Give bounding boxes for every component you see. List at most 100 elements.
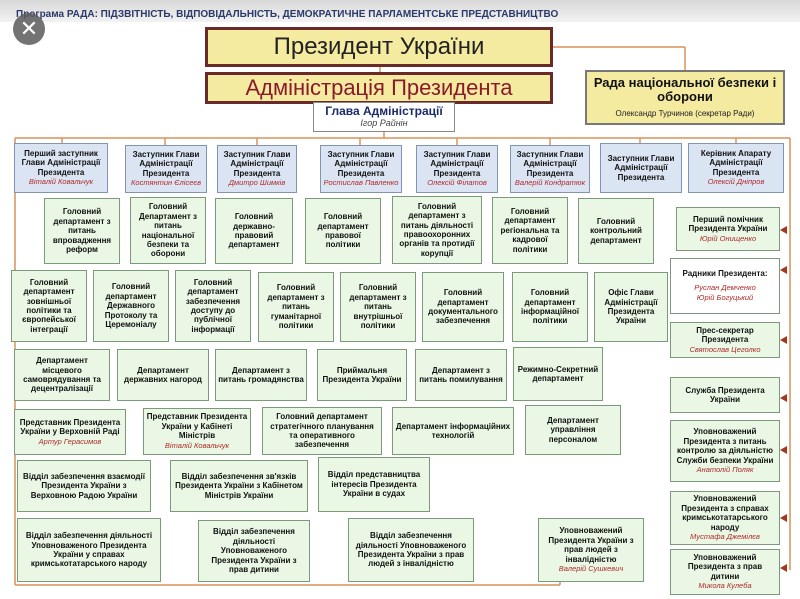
department-box: Офіс Глави Адміністрації Президента Укра… [594,272,668,342]
department-label: Офіс Глави Адміністрації Президента Укра… [604,288,658,326]
assistant-label: Перший помічник Президента України [688,214,768,234]
department-box: Департамент з питань громадянства [215,349,307,401]
head-of-administration-name: Ігор Райнін [360,118,408,128]
department-label: Головний департамент зовнішньої політики… [22,277,76,334]
representative-box: Представник Президента України у Кабінет… [143,408,251,455]
department-label: Головний Департамент з питань національн… [139,202,197,259]
department-label: Головний департамент з питань внутрішньо… [349,283,407,331]
deputy-name: Валерій Кондратюк [514,178,586,188]
administration-label: Адміністрація Президента [245,75,513,100]
department-box: Головний департамент забезпечення доступ… [175,270,251,342]
commissioner-name: Валерій Сушкевич [558,563,624,573]
department-box: Головний департамент регіональна та кадр… [492,197,568,264]
division-box: Відділ забезпечення діяльності Уповноваж… [17,518,161,582]
representative-name: Віталій Ковальчук [164,440,230,450]
commissioner-name: Микола Кулеба [698,581,752,591]
press-secretary-name: Святослав Цеголко [689,344,761,354]
commissioner-name: Анатолій Поляк [696,464,754,474]
advisor-name: Юрій Богуцький [696,293,754,303]
administration-box: Адміністрація Президента [205,72,553,104]
header-text: Програма РАДА: ПІДЗВІТНІСТЬ, ВІДПОВІДАЛЬ… [16,9,559,20]
department-label: Департамент інформаційних технологій [395,421,511,440]
deputy-box: Керівник Апарату Адміністрації Президент… [688,143,784,193]
division-box: Відділ забезпечення діяльності Уповноваж… [348,518,474,582]
close-icon: ✕ [19,16,39,41]
department-label: Департамент місцевого самоврядування та … [23,356,101,394]
deputy-name: Олексій Дніпров [707,177,765,187]
deputy-label: Заступник Глави Адміністрації Президента [423,149,491,178]
division-box: Відділ забезпечення зв'язків Президента … [170,460,308,512]
deputy-name: Дмитро Шимків [228,178,286,188]
deputy-label: Заступник Глави Адміністрації Президента [516,149,584,178]
deputy-label: Заступник Глави Адміністрації Президента [327,149,395,178]
representative-label: Представник Президента України у Верховн… [19,417,121,437]
deputy-name: Олексій Філатов [427,178,487,188]
department-box: Головний державно-правовий департамент [215,198,293,264]
department-label: Головний департамент забезпечення доступ… [185,277,241,334]
service-label: Служба Президента України [685,385,765,404]
deputy-box: Заступник Глави Адміністрації Президента… [125,145,207,193]
commissioner-label: Уповноважений Президента України з прав … [548,526,634,564]
department-box: Департамент управління персоналом [525,405,621,455]
department-label: Головний державно-правовий департамент [228,212,280,250]
commissioner-label: Уповноважений Президента з прав дитини [687,552,763,581]
deputy-box: Заступник Глави Адміністрації Президента [600,143,682,193]
department-box: Головний департамент Державного Протокол… [93,270,169,342]
department-label: Департамент управління персоналом [547,415,599,444]
close-button[interactable]: ✕ [13,13,45,45]
deputy-label: Заступник Глави Адміністрації Президента [607,153,675,182]
deputy-label: Перший заступник Глави Адміністрації Пре… [21,148,101,177]
department-label: Головний департамент регіональна та кадр… [500,206,560,254]
service-box: Служба Президента України [670,377,780,413]
division-box: Відділ представництва інтересів Президен… [318,457,430,512]
commissioner-label: Уповноважений Президента з справах кримс… [681,494,769,532]
advisor-name: Руслан Демченко [694,283,756,293]
commissioner-name: Мустафа Джемілєв [690,531,760,541]
department-label: Режимно-Секретний департамент [517,364,599,383]
department-label: Головний департамент з питань діяльності… [399,201,475,258]
president-box: Президент України [205,27,553,67]
department-box: Департамент інформаційних технологій [392,407,514,455]
commissioner-box: Уповноважений Президента з питань контро… [670,420,780,482]
deputy-name: Костянтин Єлісеєв [130,178,202,188]
department-label: Департамент з питань помилування [419,365,503,384]
assistant-name: Юрій Онищенко [699,233,757,243]
department-box: Головний департамент з питань діяльності… [392,196,482,264]
deputy-box: Заступник Глави Адміністрації Президента… [510,145,590,193]
department-box: Головний Департамент з питань національн… [130,197,206,264]
department-box: Головний департамент з питань гуманітарн… [258,272,334,342]
department-label: Головний департамент Державного Протокол… [104,282,158,330]
department-label: Головний департамент з питань гуманітарн… [267,283,325,331]
department-box: Головний департамент з питань внутрішньо… [340,272,416,342]
commissioner-label: Уповноважений Президента з питань контро… [676,427,774,465]
nsdc-label: Рада національної безпеки і оборони [593,75,777,105]
department-label: Приймальня Президента України [322,365,402,384]
division-label: Відділ забезпечення діяльності Уповноваж… [211,527,297,575]
president-label: Президент України [273,33,485,60]
department-label: Головний контрольний департамент [590,216,642,245]
department-box: Департамент державних нагород [117,349,209,401]
department-box: Приймальня Президента України [317,349,407,401]
division-label: Відділ забезпечення діяльності Уповноваж… [25,531,153,569]
deputy-box: Заступник Глави Адміністрації Президента… [217,145,297,193]
division-box: Відділ забезпечення взаємодії Президента… [17,460,151,512]
department-box: Режимно-Секретний департамент [513,347,603,401]
representative-box: Представник Президента України у Верховн… [14,409,126,455]
division-label: Відділ забезпечення діяльності Уповноваж… [355,531,467,569]
representative-label: Представник Президента України у Кабінет… [146,412,248,441]
department-box: Головний департамент правової політики [305,198,381,264]
head-of-administration-label: Глава Адміністрації [325,104,443,118]
deputy-label: Заступник Глави Адміністрації Президента [223,149,291,178]
header-bar: Програма РАДА: ПІДЗВІТНІСТЬ, ВІДПОВІДАЛЬ… [0,0,800,22]
department-box: Головний контрольний департамент [578,198,654,264]
department-box: Головний департамент документального заб… [422,272,504,342]
nsdc-box: Рада національної безпеки і оборони Олек… [585,70,785,125]
division-box: Відділ забезпечення діяльності Уповноваж… [198,520,310,582]
department-box: Головний департамент стратегічного плану… [262,407,382,455]
department-label: Головний департамент правової політики [317,212,369,250]
advisors-label: Радники Президента: [682,268,768,278]
